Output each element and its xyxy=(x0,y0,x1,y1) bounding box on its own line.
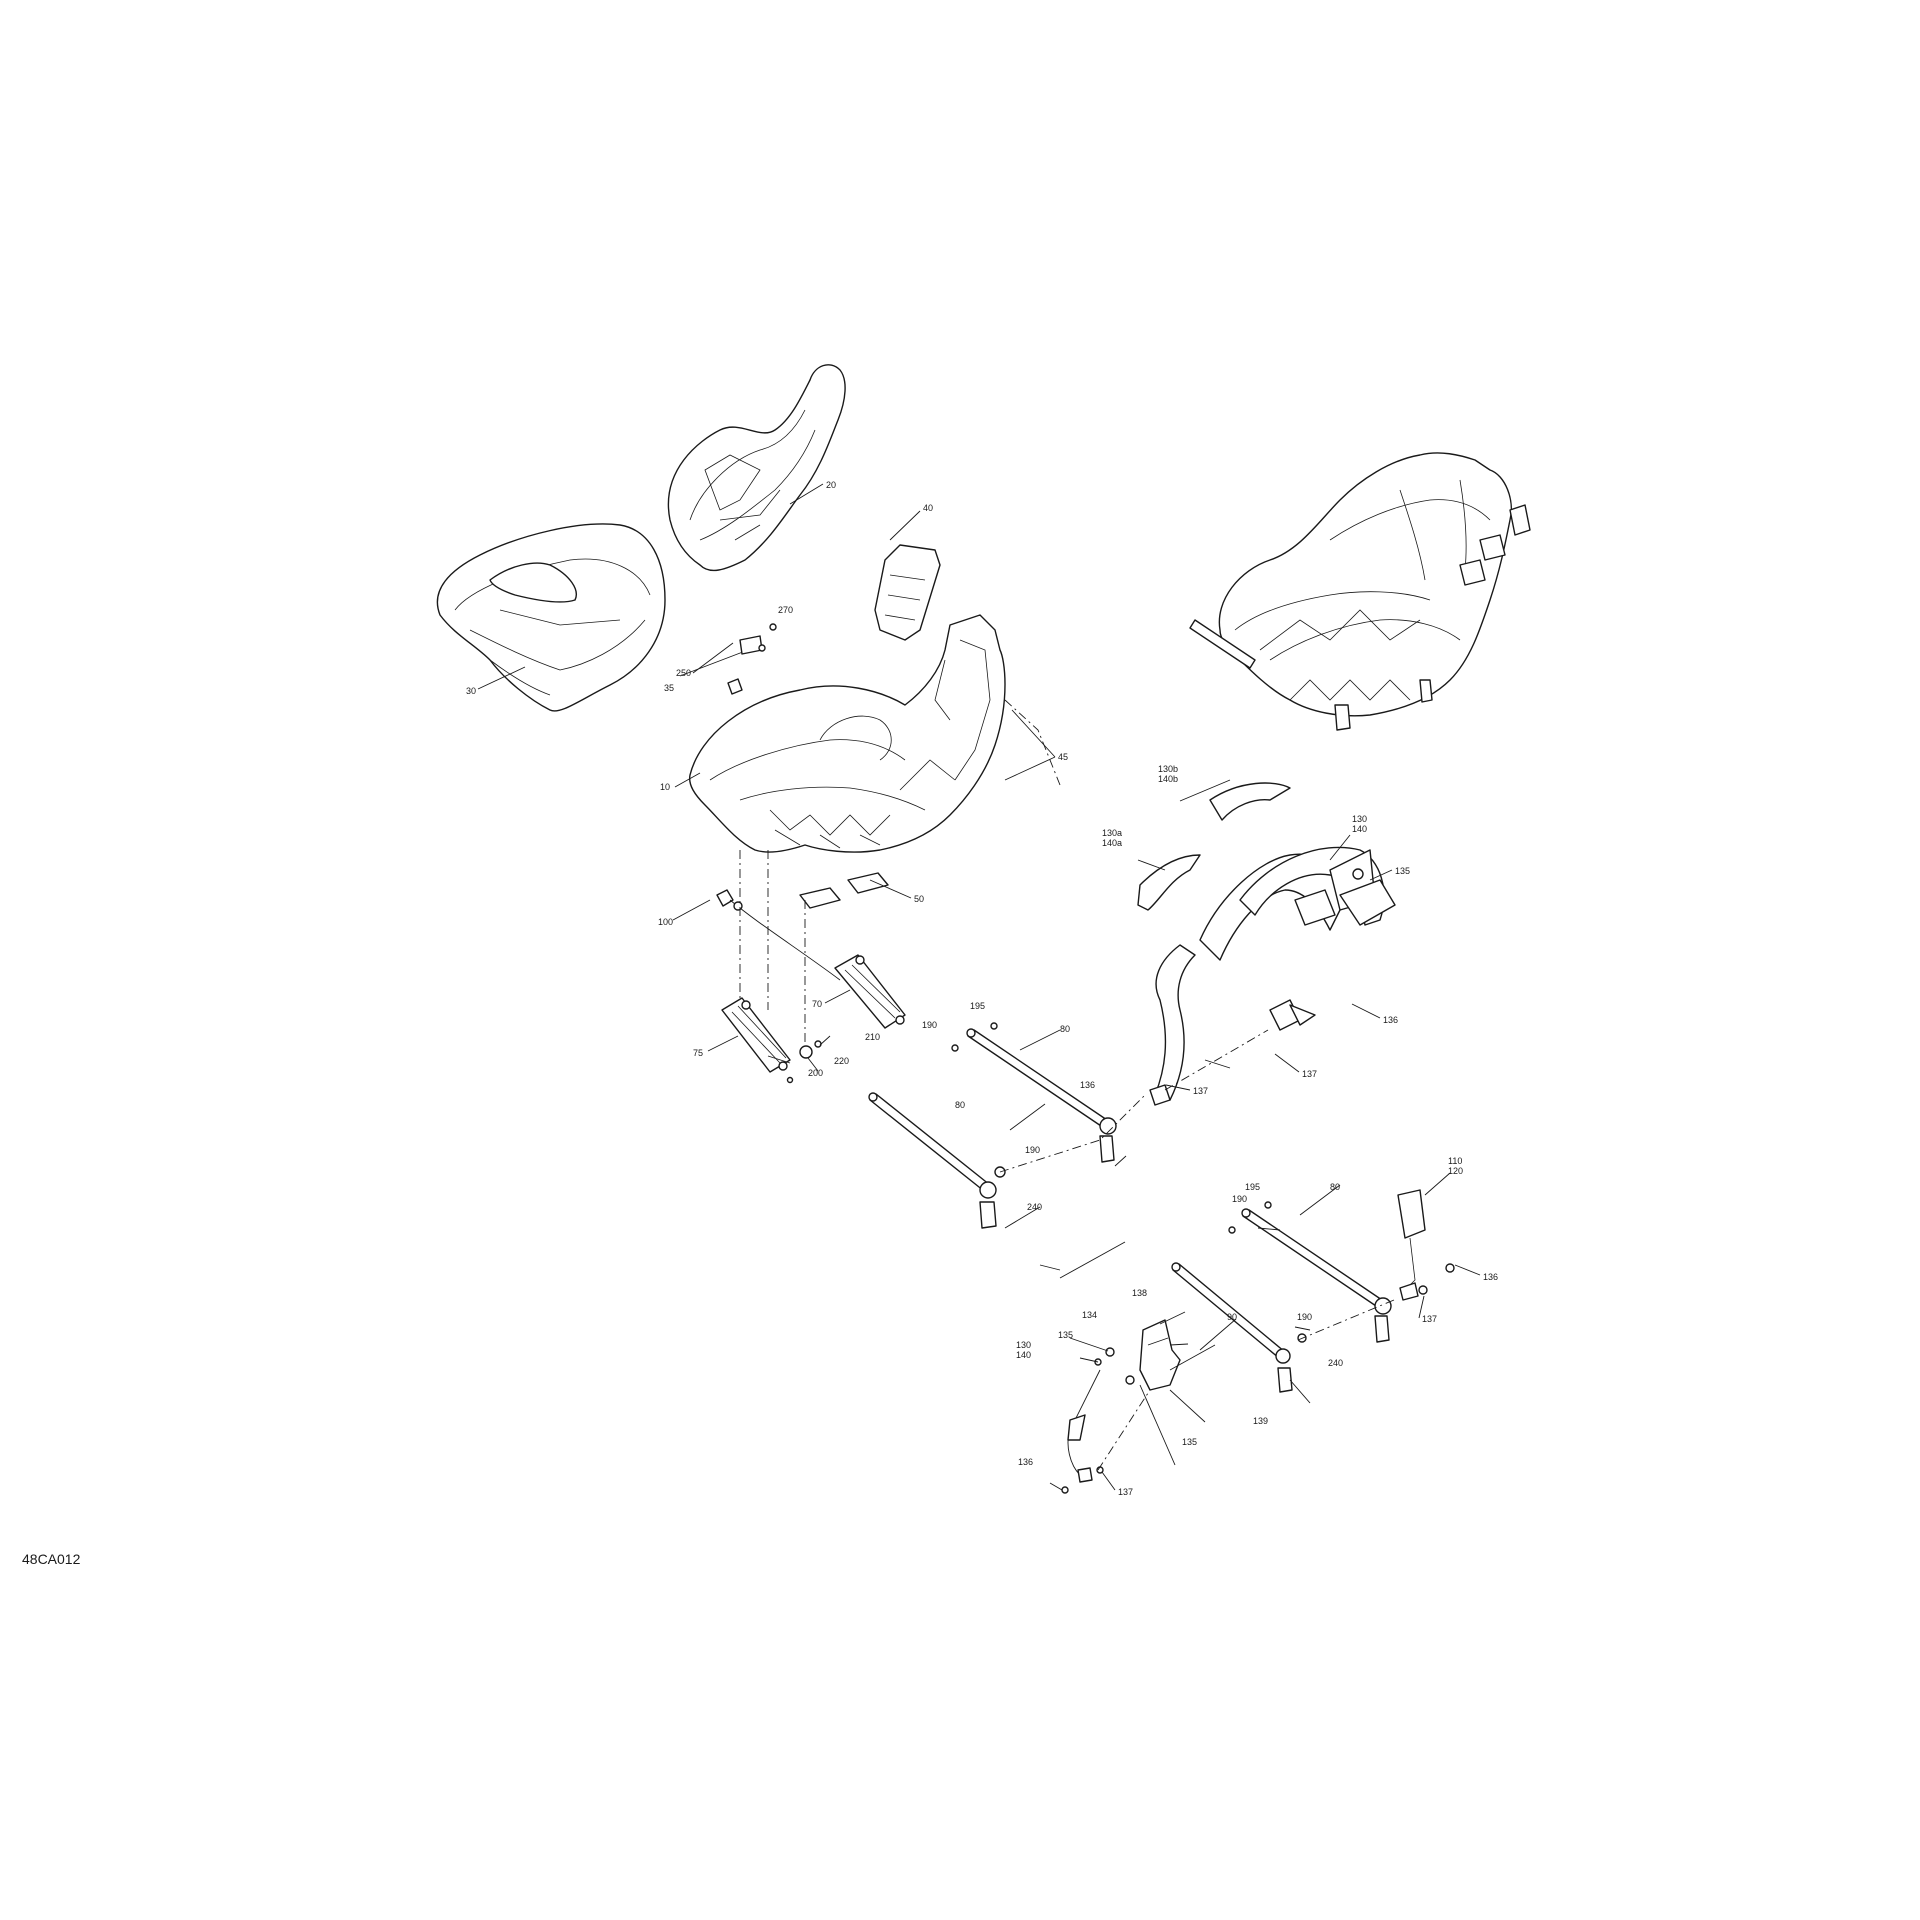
callout-80: 80 xyxy=(1060,1024,1070,1034)
callout-75: 75 xyxy=(693,1048,703,1058)
callout-140-lower: 140 xyxy=(1016,1350,1031,1360)
backrest-part xyxy=(667,364,846,572)
callout-35: 35 xyxy=(664,683,674,693)
callout-139: 139 xyxy=(1253,1416,1268,1426)
cross-bar-lower-part xyxy=(868,1092,1006,1229)
callout-134: 134 xyxy=(1082,1310,1097,1320)
callout-270: 270 xyxy=(778,605,793,615)
cross-bar-right-part xyxy=(1228,1201,1392,1343)
callout-labels: 10 20 30 35 40 45 50 70 75 80 80 80 90 1… xyxy=(466,480,1498,1497)
assembled-seat-part xyxy=(1189,452,1531,731)
buckle-part xyxy=(1397,1189,1455,1301)
callout-130b: 130b xyxy=(1158,764,1178,774)
callout-190-mid: 190 xyxy=(1025,1145,1040,1155)
cross-bar-part xyxy=(951,1022,1117,1163)
callout-136-right: 136 xyxy=(1483,1272,1498,1282)
callout-130-upper: 130 xyxy=(1352,814,1367,824)
callout-30: 30 xyxy=(466,686,476,696)
callout-80-right: 80 xyxy=(1330,1182,1340,1192)
callout-195-right: 195 xyxy=(1245,1182,1260,1192)
callout-137-upper: 137 xyxy=(1302,1069,1317,1079)
callout-220: 220 xyxy=(834,1056,849,1066)
callout-70: 70 xyxy=(812,999,822,1009)
callout-137-right: 137 xyxy=(1422,1314,1437,1324)
callout-240: 240 xyxy=(1027,1202,1042,1212)
callout-130a: 130a xyxy=(1102,828,1122,838)
callout-140a: 140a xyxy=(1102,838,1122,848)
callout-137-lower: 137 xyxy=(1118,1487,1133,1497)
seat-frame-part xyxy=(688,614,1006,853)
callout-137-mid: 137 xyxy=(1193,1086,1208,1096)
belt-bracket-part xyxy=(1061,1311,1216,1494)
callout-250: 250 xyxy=(676,668,691,678)
headrest-pad-part xyxy=(874,544,941,641)
callout-190-right: 190 xyxy=(1232,1194,1247,1204)
callout-40: 40 xyxy=(923,503,933,513)
callout-195: 195 xyxy=(970,1001,985,1011)
cross-bar-90-part xyxy=(1171,1262,1307,1393)
leader-lines xyxy=(477,483,1481,1491)
callout-140-upper: 140 xyxy=(1352,824,1367,834)
figure-code: 48CA012 xyxy=(22,1551,81,1567)
callout-240-lower: 240 xyxy=(1328,1358,1343,1368)
callout-190: 190 xyxy=(922,1020,937,1030)
callout-135-lower: 135 xyxy=(1182,1437,1197,1447)
callout-135-mid: 135 xyxy=(1058,1330,1073,1340)
pads-part xyxy=(799,872,889,909)
callout-136-mid: 136 xyxy=(1080,1080,1095,1090)
callout-80-lower: 80 xyxy=(955,1100,965,1110)
callout-100: 100 xyxy=(658,917,673,927)
callout-136-upper: 136 xyxy=(1383,1015,1398,1025)
callout-130-lower: 130 xyxy=(1016,1340,1031,1350)
slider-rail-lower-part xyxy=(721,997,822,1084)
seat-cushion-part xyxy=(436,523,666,712)
callout-140b: 140b xyxy=(1158,774,1178,784)
callout-20: 20 xyxy=(826,480,836,490)
callout-136-lower: 136 xyxy=(1018,1457,1033,1467)
slider-rail-part xyxy=(834,954,906,1029)
callout-120: 120 xyxy=(1448,1166,1463,1176)
callout-138: 138 xyxy=(1132,1288,1147,1298)
hardware-top xyxy=(727,623,777,695)
callout-190-lower: 190 xyxy=(1297,1312,1312,1322)
callout-210: 210 xyxy=(865,1032,880,1042)
callout-50: 50 xyxy=(914,894,924,904)
callout-90: 90 xyxy=(1227,1312,1237,1322)
alignment-lines xyxy=(739,699,1395,1471)
callout-110: 110 xyxy=(1448,1156,1462,1166)
callout-10: 10 xyxy=(660,782,670,792)
callout-200: 200 xyxy=(808,1068,823,1078)
callout-135-upper: 135 xyxy=(1395,866,1410,876)
callout-45: 45 xyxy=(1058,752,1068,762)
